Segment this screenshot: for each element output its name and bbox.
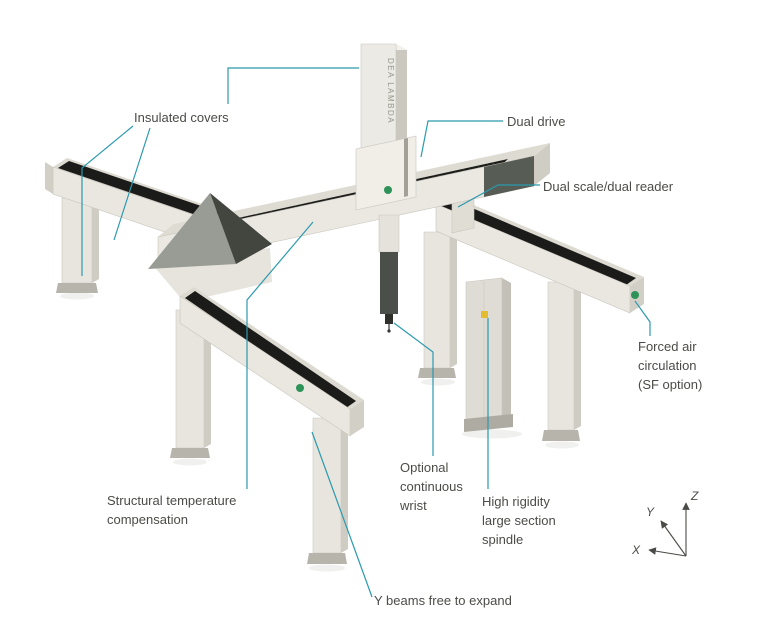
callout-dual-scale-dual-reader: Dual scale/dual reader (543, 177, 673, 196)
callout-y-beams-free-to-expand: Y beams free to expand (374, 591, 512, 610)
axis-y-line (660, 520, 687, 557)
crossbeam-top-face (158, 143, 550, 237)
leader-dual-scale (457, 184, 540, 208)
brand-text: DEA LAMBDA (386, 58, 395, 124)
foot-shadow (545, 441, 579, 449)
leg-foot (170, 448, 210, 458)
leg (547, 281, 575, 431)
dual-scale-strip (441, 199, 636, 285)
callout-leader-lines (81, 67, 651, 598)
y-carriage-wedge-left (148, 193, 236, 269)
callout-text-line: Forced air (638, 339, 697, 354)
beam-end-cap (350, 400, 364, 436)
brand-logo-dot (384, 186, 392, 194)
callout-high-rigidity-spindle: High rigidity large section spindle (482, 492, 556, 549)
leg-foot (418, 368, 456, 378)
leader-insulated-covers-beam (113, 127, 151, 241)
callout-text-line: (SF option) (638, 377, 703, 392)
foot-shadow (309, 564, 345, 572)
leg-foot (56, 283, 98, 293)
callout-text-line: Y beams free to expand (374, 593, 512, 608)
leg-side (450, 228, 457, 368)
leader-optional-wrist (393, 322, 434, 456)
warning-sticker (481, 311, 488, 318)
cabinet-shadow (462, 429, 522, 439)
coordinate-axes: Z Y X (631, 489, 699, 557)
leader-insulated-covers-left (81, 125, 134, 276)
callout-forced-air-circulation: Forced air circulation (SF option) (638, 337, 702, 394)
leader-dual-drive (420, 120, 503, 158)
leader-y-beams (311, 431, 373, 598)
leg-foot (542, 430, 580, 441)
wrist-body (380, 252, 398, 314)
y-scale-strip (185, 291, 356, 408)
leg (312, 417, 342, 554)
callout-text-line: Insulated covers (134, 110, 229, 125)
beam-end-cap (45, 162, 53, 194)
callout-text-line: Structural temperature (107, 493, 237, 508)
axis-x-line (648, 547, 687, 557)
callout-text-line: wrist (400, 498, 427, 513)
callout-text-line: spindle (482, 532, 524, 547)
brand-logo-dot (296, 384, 304, 392)
axis-y-label: Y (646, 505, 655, 519)
callout-dual-drive: Dual drive (507, 112, 566, 131)
callout-structural-temperature-compensation: Structural temperature compensation (107, 491, 236, 529)
x-carriage-slot (404, 138, 408, 197)
x-crossbeam (148, 135, 550, 269)
leg (61, 197, 93, 284)
callout-insulated-covers: Insulated covers (134, 108, 229, 127)
callout-text-line: circulation (638, 358, 697, 373)
leg-side (574, 278, 581, 430)
callout-text-line: large section (482, 513, 556, 528)
leader-structural-temp (246, 221, 314, 489)
floor-shadows (60, 292, 579, 572)
spindle-wrist (378, 214, 400, 333)
callout-text-line: Dual drive (507, 114, 566, 129)
callout-text-line: Optional (400, 460, 449, 475)
foot-shadow (421, 378, 455, 386)
foot-shadow (60, 292, 94, 300)
leg-side (341, 414, 348, 553)
callout-text-line: compensation (107, 512, 188, 527)
leg-side (92, 194, 99, 283)
y-carriage-wedge-right (210, 193, 272, 264)
cabinet-side (502, 278, 511, 419)
callout-text-line: continuous (400, 479, 463, 494)
callout-text-line: Dual scale/dual reader (543, 179, 674, 194)
brand-logo-dot (631, 291, 639, 299)
leader-forced-air (634, 300, 651, 336)
callout-text-line: High rigidity (482, 494, 550, 509)
crossbeam-right-end-cap (534, 143, 550, 186)
axis-z-label: Z (690, 489, 699, 503)
foot-shadow (173, 458, 207, 466)
right-y-beam (418, 190, 644, 441)
probe-head (385, 314, 393, 324)
axis-x-label: X (631, 543, 641, 557)
leg-foot (307, 553, 347, 564)
x-carriage (355, 135, 417, 211)
stylus-tip (387, 329, 391, 333)
spindle-sleeve (378, 214, 400, 253)
leader-insulated-covers-ram (227, 67, 359, 104)
crossbeam-drive-cover (484, 156, 534, 197)
callout-optional-continuous-wrist: Optional continuous wrist (400, 458, 463, 515)
